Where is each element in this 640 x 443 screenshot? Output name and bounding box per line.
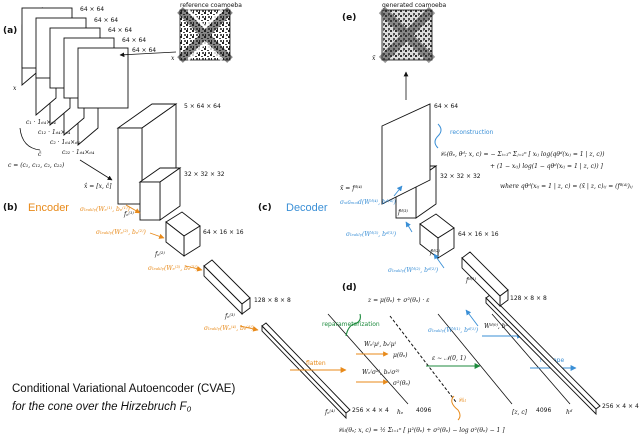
decoder-op-1: σₛᵢɢₘₒᵢd(Wᵈ⁽⁴⁾, bᵈ⁽⁴⁾): [340, 199, 397, 206]
caption-line-2: for the cone over the Hirzebruch F₀: [12, 401, 191, 413]
generated-title: generated coamoeba: [382, 2, 447, 9]
mu-label: μ(θₑ): [393, 352, 408, 359]
decoder-title: Decoder: [286, 202, 328, 214]
c-term-1: c₁ · 1₆₄×₆₄: [26, 119, 57, 126]
h-d-label: hᵈ: [566, 409, 573, 416]
decoder-layer-3: fᵈ⁽³⁾: [397, 209, 408, 216]
decoder-dim-4: 128 × 8 × 8: [510, 295, 547, 302]
panel-label-a: (a): [3, 26, 17, 36]
encoder-op-2: σₗₑₐₖₗᵧ(Wₑ⁽²⁾, bₑ⁽²⁾): [96, 229, 147, 236]
panel-label-d: (d): [342, 283, 357, 293]
c-term-2: c₁₂ · 1₆₄×₆₄: [38, 129, 71, 136]
encoder-input-dim: 5 × 64 × 64: [184, 103, 221, 110]
panel-label-e: (e): [342, 13, 356, 23]
dashed-kl-line: [389, 315, 457, 403]
sheet-dim-2: 64 × 64: [94, 17, 118, 24]
zc-label: [z, c]: [512, 409, 528, 416]
x-label: x: [13, 85, 17, 92]
h-e-vector: [327, 313, 409, 405]
encoder-dim-2: 64 × 16 × 16: [203, 229, 244, 236]
sheet-dim-1: 64 × 64: [80, 6, 104, 13]
encoder-dim-1: 32 × 32 × 32: [184, 171, 225, 178]
encoder-block-2: [165, 211, 201, 257]
reparam-label: reparameterization: [322, 321, 380, 328]
encoder-dim-4: 256 × 4 × 4: [352, 407, 389, 414]
panel-label-c: (c): [258, 203, 272, 213]
decoder-output-label: x̃ = fᵈ⁽⁴⁾: [340, 185, 363, 192]
encoder-layer-2: fₑ⁽²⁾: [154, 251, 165, 258]
caption-line-1: Conditional Variational Autoencoder (CVA…: [12, 383, 235, 395]
decoder-op-3: σₗₑₐₖₗᵧ(Wᵈ⁽²⁾, bᵈ⁽²⁾): [388, 267, 439, 274]
c-term-4: c₂₂ · 1₆₄×₆₄: [62, 149, 95, 156]
sheet-dim-3: 64 × 64: [108, 27, 132, 34]
generated-coamoeba-image: [378, 6, 436, 64]
decoder-block-2: [419, 213, 455, 259]
x-ref-label: x: [171, 55, 175, 62]
recon-loss-line-2: + (1 − xᵢⱼ) log(1 − qθᵈ(xᵢⱼ = 1 | z, c))…: [490, 163, 604, 170]
decoder-op-2: σₗₑₐₖₗᵧ(Wᵈ⁽³⁾, bᵈ⁽³⁾): [346, 231, 397, 238]
decoder-op-4: σₗₑₐₖₗᵧ(Wᵈ⁽¹⁾, bᵈ⁽¹⁾): [428, 327, 479, 334]
w-sigma-label: Wₑ⁽σ²⁾, bₑ⁽σ²⁾: [362, 369, 400, 376]
h-d-dim: 4096: [536, 407, 551, 414]
sheet-dim-4: 64 × 64: [122, 37, 146, 44]
kl-loss: 𝒞ₖₗ(θₑ; x, c) = ½ Σₗ₌₁ⁿ [ μ²(θₑ) + σ²(θₑ…: [338, 427, 505, 434]
reference-coamoeba-image: [177, 7, 233, 63]
encoder-block-1: [138, 167, 182, 221]
decoder-dim-2: 32 × 32 × 32: [440, 173, 481, 180]
decoder-output-sheet: [381, 103, 431, 205]
encoder-block-3: [203, 259, 251, 316]
z-equation: z = μ(θₑ) + σ²(θₑ) · ε: [367, 297, 429, 304]
recon-loss-line-1: 𝒞ₑ(θₑ, θᵈ; x, c) = − Σᵢ₌₁ⁿ Σⱼ₌₁ⁿ [ xᵢⱼ l…: [440, 151, 605, 158]
generated-x-label: x̃: [372, 55, 376, 62]
h-e-label: hₑ: [397, 409, 404, 416]
c-term-3: c₂ · 1₆₄×₆₄: [50, 139, 81, 146]
encoder-title: Encoder: [28, 202, 69, 214]
flatten-label: flatten: [306, 360, 326, 367]
zc-vector: [437, 313, 513, 405]
encoder-op-4: σₗₑₐₖₗᵧ(Wₑ⁽⁴⁾, bₑ⁽⁴⁾): [204, 325, 255, 332]
h-e-dim: 4096: [416, 407, 431, 414]
decoder-layer-2: fᵈ⁽²⁾: [429, 249, 440, 256]
sheet-dim-5: 64 × 64: [132, 47, 156, 54]
encoder-input-label: x̂ = [x, ĉ]: [84, 183, 112, 190]
encoder-block-4: [261, 322, 351, 420]
kl-tag: 𝒞ₖₗ: [458, 397, 467, 404]
decoder-dim-5: 256 × 4 × 4: [602, 403, 639, 410]
w-mu-label: Wₑ⁽µ⁾, bₑ⁽µ⁾: [364, 341, 397, 348]
epsilon-label: ε ∼ 𝒩(0, 1): [432, 355, 467, 362]
w-d0-label: Wᵈ⁽⁰⁾, bᵈ⁽⁰⁾: [484, 323, 514, 330]
encoder-dim-3: 128 × 8 × 8: [254, 297, 291, 304]
encoder-op-3: σₗₑₐₖₗᵧ(Wₑ⁽³⁾, bₑ⁽³⁾): [148, 265, 199, 272]
input-sheets: [21, 7, 129, 146]
decoder-block-4: [485, 294, 601, 416]
recon-loss-line-3: where qθᵈ(xᵢⱼ = 1 | z, c) = (x̃ | z, c)ᵢ…: [500, 183, 633, 190]
decoder-block-3: [461, 251, 509, 308]
encoder-layer-4: fₑ⁽⁴⁾: [324, 409, 335, 416]
panel-label-b: (b): [3, 203, 18, 213]
encoder-layer-1: fₑ⁽¹⁾: [123, 211, 134, 218]
c-vector-label: c = (c₁, c₁₂, c₂, c₂₂): [8, 162, 65, 169]
decoder-layer-1: fᵈ⁽¹⁾: [465, 277, 476, 284]
decoder-dim-3: 64 × 16 × 16: [458, 231, 499, 238]
decoder-dim-1: 64 × 64: [434, 103, 458, 110]
encoder-layer-3: fₑ⁽³⁾: [224, 313, 235, 320]
c-hat-label: ĉ: [38, 151, 42, 158]
h-d-vector: [491, 313, 571, 405]
sigma-label: σ²(θₑ): [393, 380, 411, 387]
reconstruction-label: reconstruction: [450, 129, 494, 136]
encoder-op-1: σₗₑₐₖₗᵧ(Wₑ⁽¹⁾, bₑ⁽¹⁾): [80, 206, 131, 213]
reference-title: reference coamoeba: [180, 2, 242, 9]
